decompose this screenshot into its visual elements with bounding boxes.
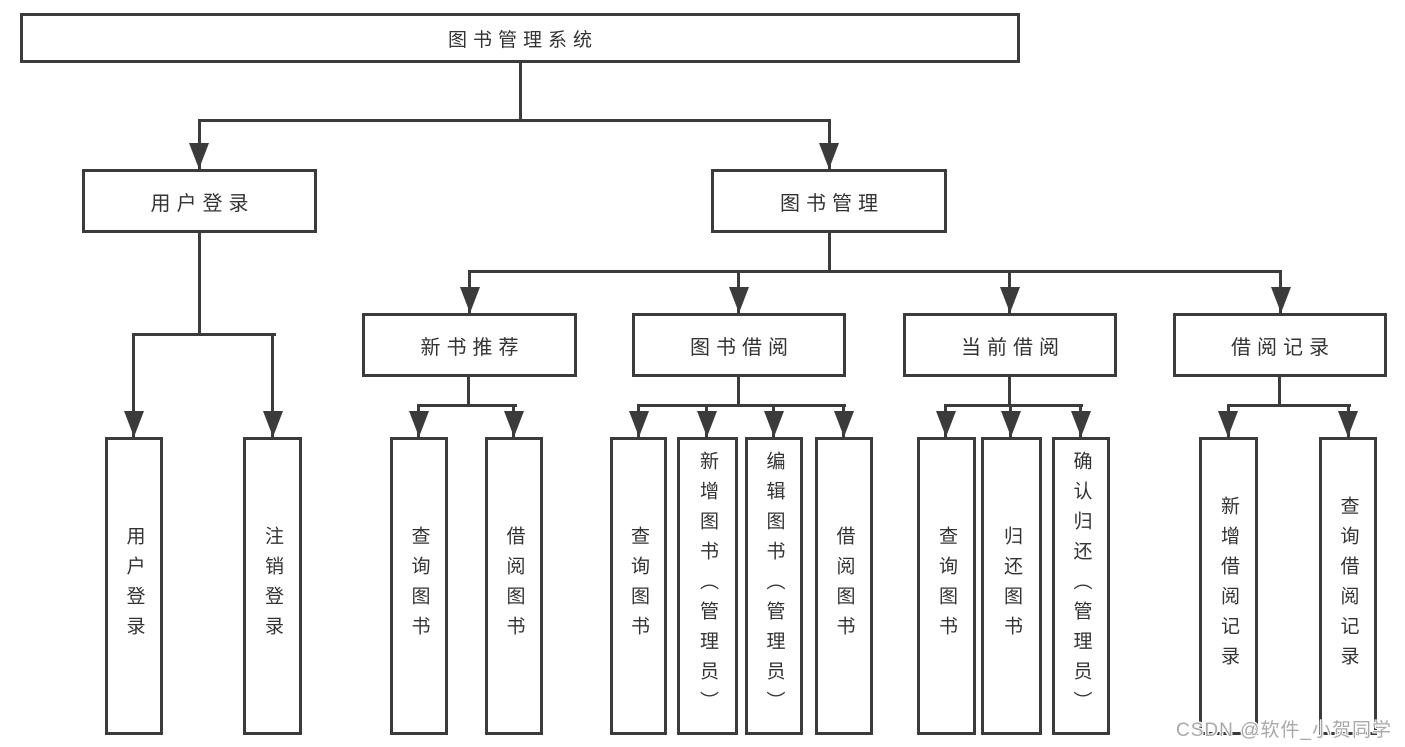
connector-line: [737, 377, 740, 407]
leaf-query-books-current: 查询图书: [917, 437, 976, 735]
connector-line: [1008, 377, 1011, 407]
arrow-down-icon: [504, 411, 524, 437]
connector-line: [467, 377, 470, 407]
leaf-label: 用户登录: [123, 526, 145, 646]
connector-line: [637, 404, 846, 407]
leaf-label: 查询借阅记录: [1337, 496, 1359, 676]
arrow-down-icon: [189, 143, 209, 169]
arrow-down-icon: [764, 411, 784, 437]
leaf-label: 注销登录: [262, 526, 283, 646]
leaf-query-books-borrowing: 查询图书: [610, 437, 667, 735]
leaf-label: 确认归还（管理员）: [1070, 451, 1092, 721]
leaf-confirm-return-admin: 确认归还（管理员）: [1052, 437, 1110, 735]
leaf-label: 查询图书: [408, 526, 430, 646]
leaf-add-borrow-record: 新增借阅记录: [1199, 437, 1258, 735]
arrow-down-icon: [729, 287, 749, 313]
arrow-down-icon: [263, 411, 283, 437]
arrow-down-icon: [409, 411, 429, 437]
node-user-login: 用户登录: [82, 169, 317, 233]
leaf-add-books-admin: 新增图书（管理员）: [677, 437, 738, 735]
connector-line: [198, 233, 201, 336]
connector-line: [1227, 404, 1351, 407]
node-label: 图书管理系统: [447, 29, 598, 51]
arrow-down-icon: [1000, 287, 1020, 313]
connector-line: [519, 63, 522, 121]
connector-line: [132, 333, 276, 336]
node-new-book-recommend: 新书推荐: [362, 313, 577, 377]
node-label: 用户登录: [150, 192, 255, 215]
leaf-edit-books-admin: 编辑图书（管理员）: [745, 437, 803, 735]
connector-line: [132, 333, 135, 437]
arrow-down-icon: [819, 143, 839, 169]
connector-line: [271, 333, 274, 437]
connector-line: [828, 233, 831, 273]
arrow-down-icon: [1001, 411, 1021, 437]
leaf-query-borrow-record: 查询借阅记录: [1319, 437, 1377, 735]
node-label: 当前借阅: [961, 336, 1065, 359]
leaf-logout: 注销登录: [243, 437, 302, 735]
leaf-label: 新增图书（管理员）: [697, 451, 718, 721]
connector-line: [468, 270, 1282, 273]
arrow-down-icon: [936, 411, 956, 437]
node-label: 新书推荐: [420, 336, 525, 359]
leaf-label: 查询图书: [628, 526, 649, 646]
arrow-down-icon: [460, 287, 480, 313]
arrow-down-icon: [834, 411, 854, 437]
node-label: 借阅记录: [1231, 336, 1335, 359]
connector-line: [945, 404, 1083, 407]
arrow-down-icon: [629, 411, 649, 437]
arrow-down-icon: [1218, 411, 1238, 437]
node-book-management: 图书管理: [711, 169, 947, 233]
leaf-label: 编辑图书（管理员）: [763, 451, 785, 721]
leaf-label: 新增借阅记录: [1218, 496, 1239, 676]
leaf-label: 归还图书: [1001, 526, 1022, 646]
connector-line: [1278, 377, 1281, 407]
leaf-borrow-books-recommend: 借阅图书: [485, 437, 543, 735]
leaf-label: 借阅图书: [833, 526, 855, 646]
arrow-down-icon: [1271, 287, 1291, 313]
connector-line: [417, 404, 517, 407]
node-library-management-system: 图书管理系统: [20, 13, 1020, 63]
leaf-borrow-books-borrowing: 借阅图书: [815, 437, 873, 735]
node-label: 图书借阅: [690, 336, 794, 359]
arrow-down-icon: [124, 411, 144, 437]
leaf-label: 查询图书: [936, 526, 957, 646]
node-current-borrowing: 当前借阅: [903, 313, 1117, 377]
node-borrowing-records: 借阅记录: [1173, 313, 1387, 377]
arrow-down-icon: [697, 411, 717, 437]
csdn-watermark: CSDN @软件_小贺同学: [1176, 720, 1392, 741]
connector-line: [198, 119, 831, 122]
arrow-down-icon: [1071, 411, 1091, 437]
leaf-label: 借阅图书: [503, 526, 525, 646]
leaf-return-books: 归还图书: [981, 437, 1042, 735]
node-label: 图书管理: [780, 192, 884, 215]
leaf-query-books-recommend: 查询图书: [390, 437, 448, 735]
arrow-down-icon: [1338, 411, 1358, 437]
node-book-borrowing: 图书借阅: [632, 313, 846, 377]
leaf-user-login: 用户登录: [105, 437, 163, 735]
